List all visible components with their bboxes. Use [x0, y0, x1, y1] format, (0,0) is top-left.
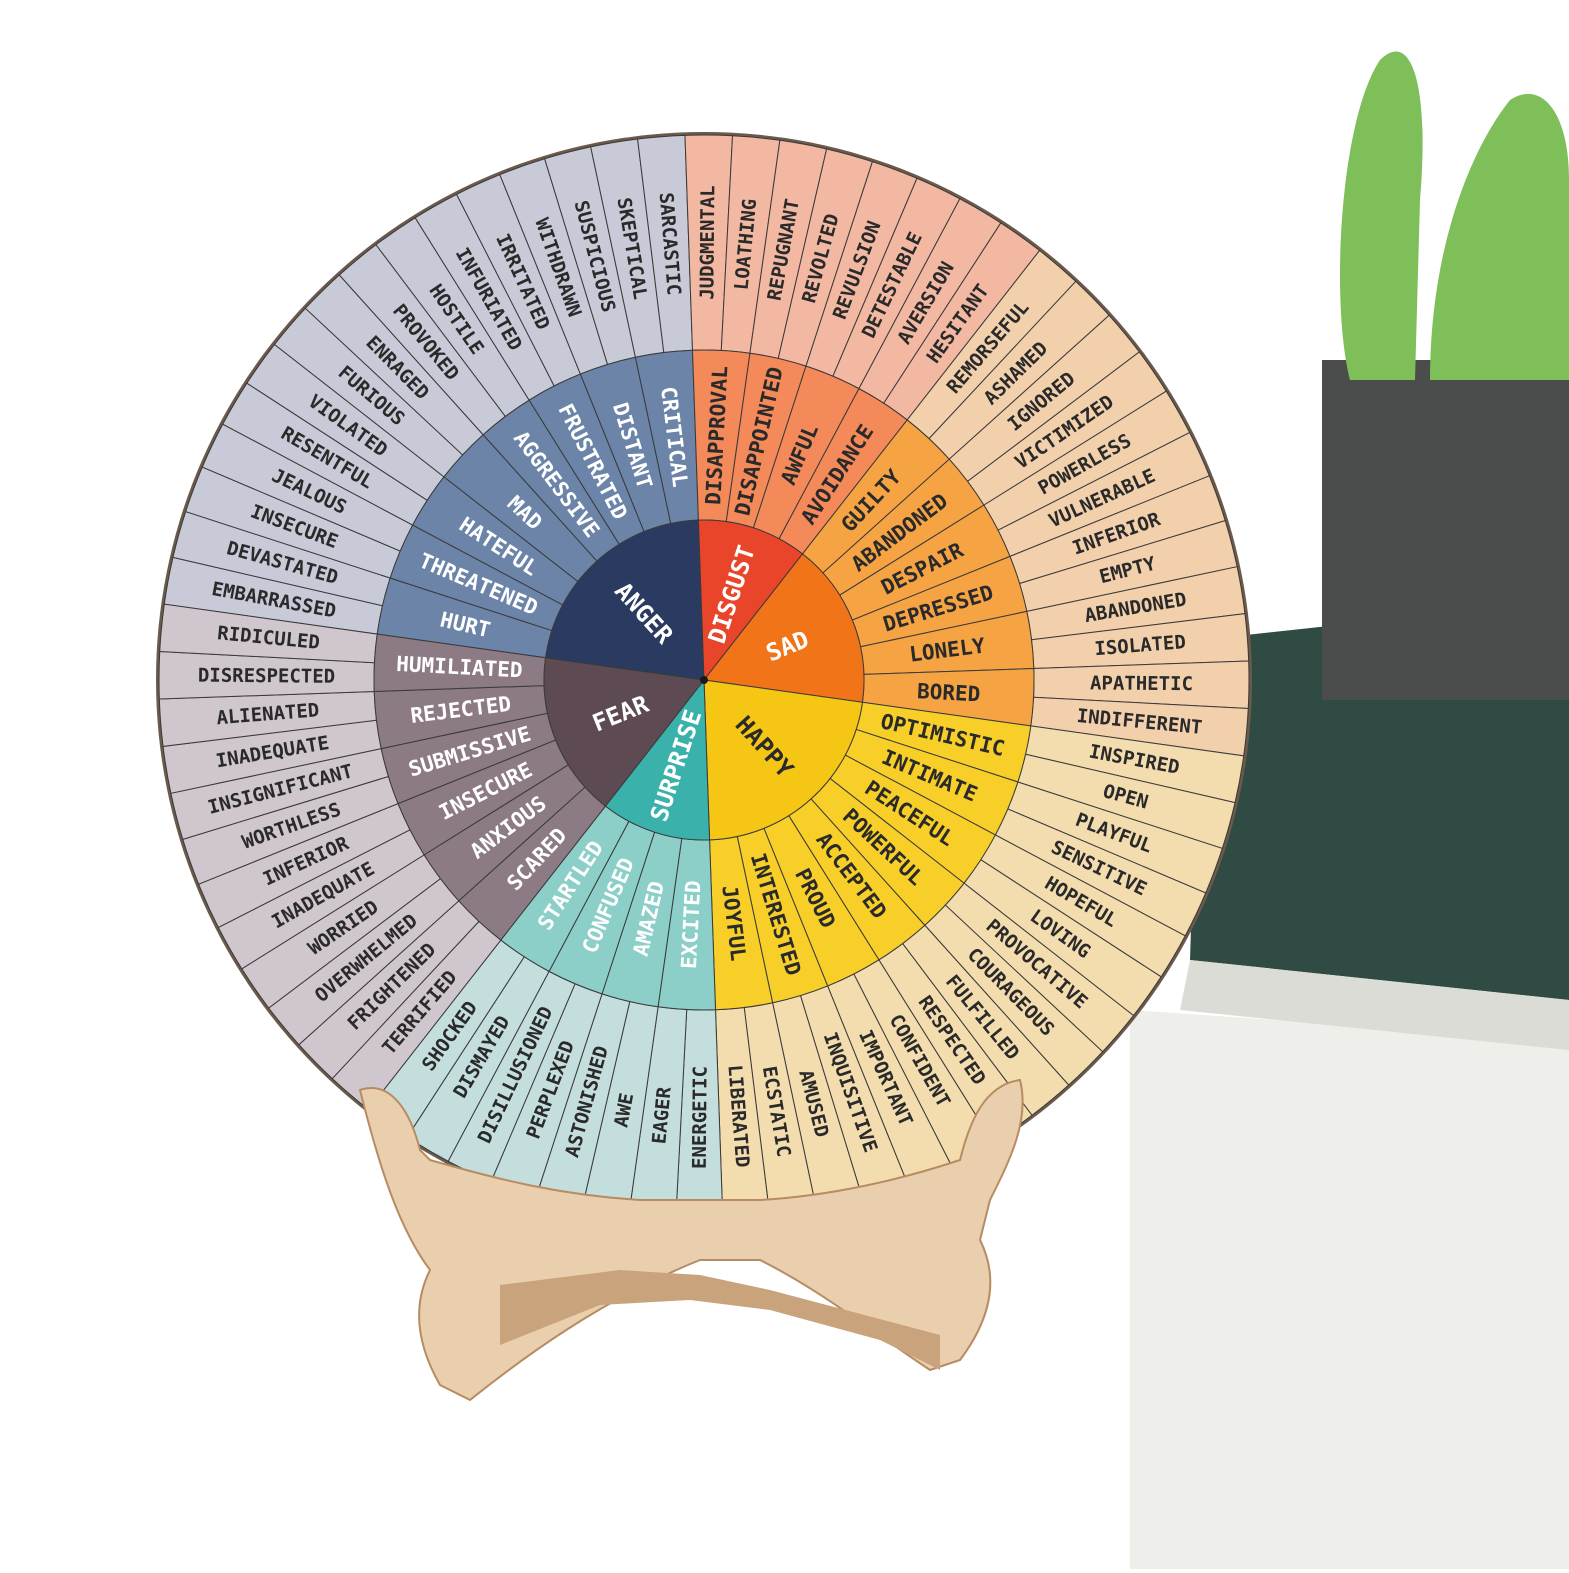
- stand-cross-leg: [500, 1270, 940, 1370]
- cactus-plant: [1322, 51, 1569, 700]
- core-sector: [703, 553, 865, 703]
- center-pin: [700, 676, 708, 684]
- core-sector: [703, 679, 864, 841]
- background-objects: [1130, 51, 1569, 1569]
- outer-feeling-label: DISRESPECTED: [198, 665, 335, 688]
- core-sector: [543, 657, 705, 807]
- cactus-stem: [1430, 93, 1569, 381]
- middle-feeling-label: BORED: [916, 679, 980, 706]
- book-spine: [1180, 960, 1569, 1050]
- outer-feeling-label: JUDGMENTAL: [696, 185, 719, 300]
- book-pages: [1130, 1010, 1569, 1569]
- cactus-stem: [1340, 51, 1423, 381]
- feelings-wheel: EMBARRASSEDDEVASTATEDHURTINSECUREJEALOUS…: [156, 132, 1252, 1228]
- outer-feeling-label: APATHETIC: [1090, 672, 1193, 695]
- planter-pot: [1322, 360, 1569, 700]
- wooden-stand: [358, 1078, 1024, 1402]
- core-sector: [544, 519, 705, 681]
- middle-feeling-label: EXCITED: [677, 880, 706, 970]
- outer-feeling-label: EAGER: [648, 1085, 675, 1145]
- outer-feeling-label: ENERGETIC: [689, 1066, 712, 1169]
